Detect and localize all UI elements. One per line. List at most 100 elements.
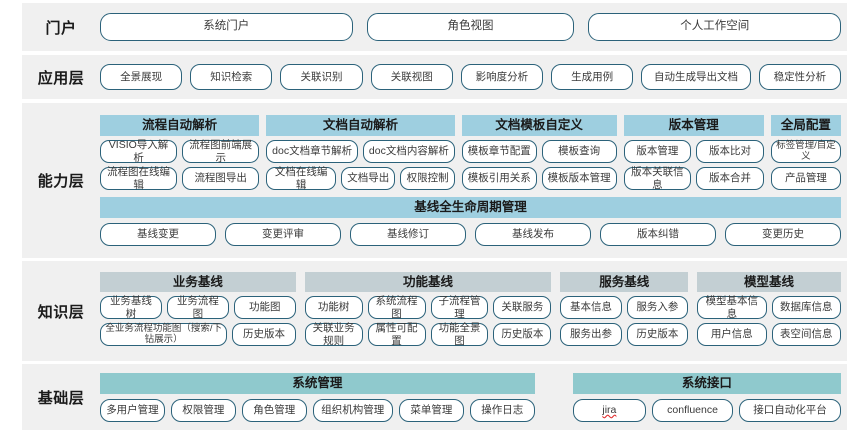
base-item-permission-mgmt[interactable]: 权限管理: [170, 398, 236, 422]
cap-item-template-reference-relation[interactable]: 模板引用关系: [461, 167, 537, 190]
capability-group-line: 标签管理/自定义: [770, 140, 841, 163]
app-item-impact-analysis[interactable]: 影响度分析: [460, 64, 544, 90]
baseline-item-version-correction[interactable]: 版本纠错: [600, 223, 716, 246]
cap-item-doc-content-parse[interactable]: doc文档内容解析: [363, 140, 455, 163]
base-group-title: 系统管理: [100, 372, 535, 394]
cap-item-version-management[interactable]: 版本管理: [623, 140, 692, 163]
app-item-relation-view[interactable]: 关联视图: [370, 64, 453, 90]
knowledge-group-title: 模型基线: [697, 272, 842, 292]
capability-group-version-mgmt: 版本管理 版本管理 版本比对 版本关联信息 版本合并: [623, 115, 764, 194]
cap-item-version-merge[interactable]: 版本合并: [696, 167, 764, 190]
know-item-history-version-business[interactable]: 历史版本: [232, 323, 296, 346]
base-item-org-structure-mgmt[interactable]: 组织机构管理: [312, 398, 393, 422]
capability-group-title: 版本管理: [623, 115, 764, 136]
base-group-title: 系统接口: [572, 372, 841, 394]
base-group-system-interface: 系统接口 jira confluence 接口自动化平台: [572, 372, 841, 422]
row-label-knowledge: 知识层: [37, 303, 85, 321]
cap-item-template-chapter-config[interactable]: 模板章节配置: [461, 140, 537, 163]
capability-group-line: 流程图在线编辑 流程图导出: [100, 166, 260, 191]
baseline-item-change-history[interactable]: 变更历史: [725, 223, 841, 246]
know-item-business-baseline-tree[interactable]: 业务基线树: [100, 295, 162, 320]
base-item-confluence[interactable]: confluence: [652, 398, 734, 422]
app-item-auto-export-doc[interactable]: 自动生成导出文档: [641, 64, 751, 90]
capability-group-document-parse: 文档自动解析 doc文档章节解析 doc文档内容解析 文档在线编辑 文档导出 权…: [266, 115, 455, 194]
know-item-attribute-configurable[interactable]: 属性可配置: [367, 322, 426, 347]
row-portal: 门户 系统门户 角色视图 个人工作空间: [22, 3, 847, 51]
base-item-multi-user-mgmt[interactable]: 多用户管理: [100, 398, 165, 422]
app-item-panorama[interactable]: 全景展现: [100, 64, 183, 90]
capability-group-title: 全局配置: [770, 115, 841, 136]
know-item-related-service[interactable]: 关联服务: [493, 296, 552, 319]
know-item-function-diagram[interactable]: 功能图: [233, 296, 296, 319]
base-item-role-mgmt[interactable]: 角色管理: [241, 398, 307, 422]
capability-group-container: 流程自动解析 VISIO导入解析 流程图前端展示 流程图在线编辑 流程图导出 文…: [100, 115, 841, 194]
know-item-user-info[interactable]: 用户信息: [697, 323, 767, 346]
know-item-basic-info[interactable]: 基本信息: [560, 296, 622, 319]
app-item-relation-recognition[interactable]: 关联识别: [280, 64, 363, 90]
capability-group-title: 文档模板自定义: [461, 115, 617, 136]
app-item-generate-usecase[interactable]: 生成用例: [551, 64, 634, 90]
capability-group-process-parse: 流程自动解析 VISIO导入解析 流程图前端展示 流程图在线编辑 流程图导出: [100, 115, 260, 194]
know-item-service-input-param[interactable]: 服务入参: [626, 296, 689, 319]
row-label-capability: 能力层: [37, 173, 85, 190]
knowledge-group-line: 基本信息 服务入参: [560, 296, 689, 319]
app-item-stability-analysis[interactable]: 稳定性分析: [758, 64, 842, 90]
row-label-application: 应用层: [37, 69, 85, 87]
baseline-item-revision[interactable]: 基线修订: [350, 223, 466, 246]
baseline-item-release[interactable]: 基线发布: [475, 223, 591, 246]
cap-item-flowchart-online-edit[interactable]: 流程图在线编辑: [100, 166, 178, 191]
cap-item-tag-mgmt-custom[interactable]: 标签管理/自定义: [770, 140, 841, 163]
row-body-base: 系统管理 多用户管理 权限管理 角色管理 组织机构管理 菜单管理 操作日志 系统…: [100, 372, 847, 422]
capability-group-line: 产品管理: [770, 167, 841, 190]
row-label-base: 基础层: [37, 389, 85, 407]
cap-item-visio-import-parse[interactable]: VISIO导入解析: [100, 139, 178, 164]
know-item-database-info[interactable]: 数据库信息: [771, 296, 842, 319]
cap-item-version-compare[interactable]: 版本比对: [696, 140, 764, 163]
row-application: 应用层 全景展现 知识检索 关联识别 关联视图 影响度分析 生成用例 自动生成导…: [22, 55, 847, 99]
know-item-function-tree[interactable]: 功能树: [304, 296, 363, 319]
base-group-line: jira confluence 接口自动化平台: [572, 398, 841, 422]
baseline-item-change[interactable]: 基线变更: [100, 223, 216, 246]
cap-item-flowchart-frontend-display[interactable]: 流程图前端展示: [182, 139, 260, 164]
know-item-business-flowchart[interactable]: 业务流程图: [166, 295, 229, 320]
knowledge-group-line: 关联业务规则 属性可配置 功能全景图 历史版本: [304, 322, 552, 347]
know-item-history-version-function[interactable]: 历史版本: [493, 323, 552, 346]
baseline-item-change-review[interactable]: 变更评审: [225, 223, 341, 246]
knowledge-group-line: 模型基本信息 数据库信息: [697, 295, 842, 320]
know-item-subprocess-mgmt[interactable]: 子流程管理: [430, 295, 489, 320]
base-item-menu-mgmt[interactable]: 菜单管理: [398, 398, 464, 422]
cap-item-template-version-mgmt[interactable]: 模板版本管理: [541, 167, 617, 190]
cap-item-version-relation-info[interactable]: 版本关联信息: [623, 166, 692, 191]
base-item-jira[interactable]: jira: [572, 398, 647, 422]
knowledge-group-model-baseline: 模型基线 模型基本信息 数据库信息 用户信息 表空间信息: [697, 272, 842, 350]
capability-group-title: 流程自动解析: [100, 115, 260, 136]
capability-group-line: 版本关联信息 版本合并: [623, 166, 764, 191]
capability-group-line: 模板引用关系 模板版本管理: [461, 167, 617, 190]
baseline-lifecycle-title: 基线全生命周期管理: [100, 197, 841, 218]
portal-item-system-portal[interactable]: 系统门户: [100, 13, 353, 41]
know-item-tablespace-info[interactable]: 表空间信息: [771, 323, 842, 346]
know-item-full-business-flow-function-diagram[interactable]: 全业务流程功能图（搜索/下钻展示）: [100, 323, 228, 346]
cap-item-doc-online-edit[interactable]: 文档在线编辑: [266, 166, 337, 191]
base-item-interface-automation-platform[interactable]: 接口自动化平台: [739, 398, 841, 422]
know-item-function-panorama[interactable]: 功能全景图: [430, 322, 489, 347]
portal-item-role-view[interactable]: 角色视图: [366, 13, 575, 41]
knowledge-group-container: 业务基线 业务基线树 业务流程图 功能图 全业务流程功能图（搜索/下钻展示） 历…: [100, 272, 842, 350]
row-knowledge: 知识层 业务基线 业务基线树 业务流程图 功能图 全业务流程功能图（搜索/下钻展…: [22, 261, 847, 361]
base-item-operation-log[interactable]: 操作日志: [469, 398, 535, 422]
base-group-system-management: 系统管理 多用户管理 权限管理 角色管理 组织机构管理 菜单管理 操作日志: [100, 372, 535, 422]
baseline-lifecycle-items: 基线变更 变更评审 基线修订 基线发布 版本纠错 变更历史: [100, 223, 841, 246]
know-item-related-business-rule[interactable]: 关联业务规则: [304, 322, 363, 347]
cap-item-template-query[interactable]: 模板查询: [541, 140, 617, 163]
cap-item-product-management[interactable]: 产品管理: [770, 167, 841, 190]
cap-item-permission-control[interactable]: 权限控制: [400, 167, 455, 190]
cap-item-flowchart-export[interactable]: 流程图导出: [182, 167, 260, 190]
cap-item-doc-chapter-parse[interactable]: doc文档章节解析: [266, 140, 358, 163]
know-item-history-version-service[interactable]: 历史版本: [626, 323, 689, 346]
cap-item-doc-export[interactable]: 文档导出: [341, 167, 396, 190]
know-item-service-output-param[interactable]: 服务出参: [560, 323, 622, 346]
know-item-model-basic-info[interactable]: 模型基本信息: [697, 295, 767, 320]
portal-item-personal-workspace[interactable]: 个人工作空间: [588, 13, 841, 41]
know-item-system-flowchart[interactable]: 系统流程图: [367, 295, 426, 320]
app-item-knowledge-search[interactable]: 知识检索: [190, 64, 273, 90]
